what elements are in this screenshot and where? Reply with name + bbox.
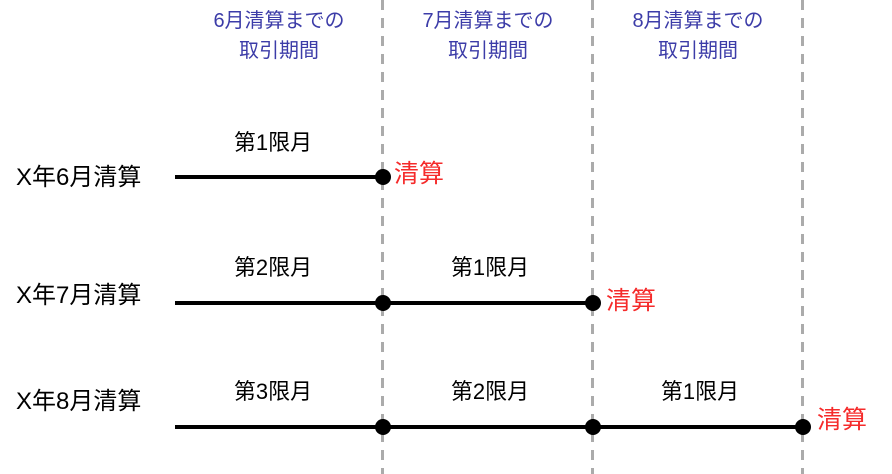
- divider-line-june: [381, 0, 384, 474]
- settlement-dot: [585, 295, 601, 311]
- settlement-dot: [795, 419, 811, 435]
- contract-line-august: [175, 425, 803, 429]
- divider-line-july: [591, 0, 594, 474]
- divider-line-august: [801, 0, 804, 474]
- segment-label-second-month: 第2限月: [233, 255, 313, 280]
- segment-label-third-month: 第3限月: [233, 379, 313, 404]
- row-label-july-settlement: X年7月清算: [16, 282, 142, 309]
- column-header-june: 6月清算までの 取引期間: [213, 10, 345, 62]
- settlement-label-august: 清算: [817, 406, 868, 434]
- column-header-august: 8月清算までの 取引期間: [632, 10, 764, 62]
- segment-label-first-month: 第1限月: [233, 130, 313, 155]
- segment-label-first-month: 第1限月: [660, 379, 740, 404]
- settlement-label-july: 清算: [606, 287, 657, 315]
- row-label-june-settlement: X年6月清算: [16, 164, 142, 191]
- intermediate-dot: [375, 419, 391, 435]
- contract-line-june: [175, 175, 383, 179]
- row-label-august-settlement: X年8月清算: [16, 388, 142, 415]
- intermediate-dot: [375, 295, 391, 311]
- intermediate-dot: [585, 419, 601, 435]
- segment-label-first-month: 第1限月: [450, 255, 530, 280]
- settlement-dot: [375, 169, 391, 185]
- settlement-label-june: 清算: [394, 160, 445, 188]
- column-header-july: 7月清算までの 取引期間: [422, 10, 554, 62]
- segment-label-second-month: 第2限月: [450, 379, 530, 404]
